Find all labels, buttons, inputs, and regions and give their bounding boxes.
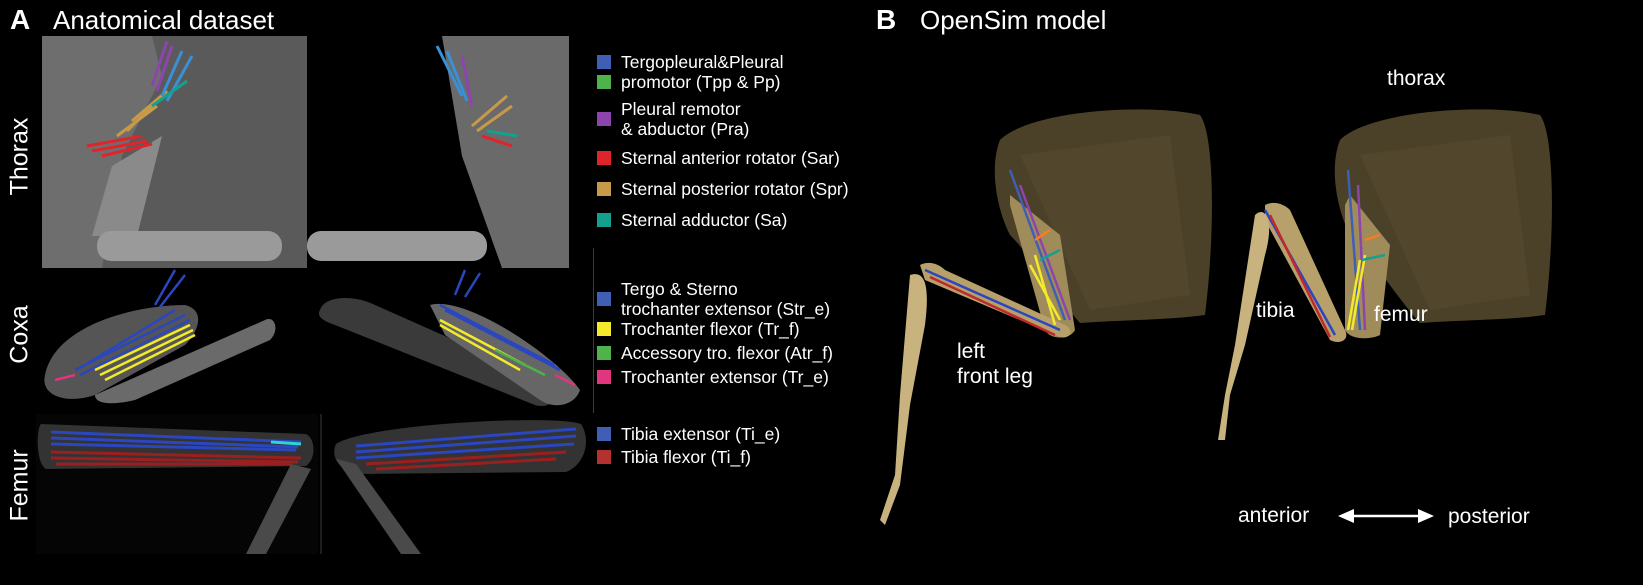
legend-swatch-pp [597,75,611,89]
legend-item-ti-f: Tibia flexor (Ti_f) [597,447,887,469]
thorax-anatomy-figure [42,36,569,268]
coxa-anatomy-figure [35,265,585,413]
opensim-model-figure [870,95,1630,555]
anterior-posterior-arrow [1338,509,1434,523]
legend-item-ti-e: Tibia extensor (Ti_e) [597,424,887,446]
thorax-right-view [307,36,569,268]
legend-label-pra-line1: Pleural remotor [621,99,741,119]
legend-swatch-sar [597,151,611,165]
thorax-legend: Tergopleural&Pleural promotor (Tpp & Pp)… [597,52,887,242]
label-left-front-leg: left front leg [957,339,1033,389]
femur-anatomy-figure [36,414,586,554]
legend-label-tr-f: Trochanter flexor (Tr_f) [621,319,800,339]
label-femur: femur [1374,303,1428,326]
legend-label-tpp-line2: promotor (Tpp & Pp) [621,72,781,92]
row-label-thorax: Thorax [5,117,34,196]
row-label-coxa: Coxa [5,305,34,364]
femur-legend: Tibia extensor (Ti_e) Tibia flexor (Ti_f… [597,424,887,474]
legend-item-spr: Sternal posterior rotator (Spr) [597,179,887,201]
legend-label-tpp-line1: Tergopleural&Pleural [621,52,784,72]
legend-swatch-str-e [597,292,611,306]
legend-item-sa: Sternal adductor (Sa) [597,210,887,232]
legend-label-atr-f: Accessory tro. flexor (Atr_f) [621,343,833,363]
row-label-femur: Femur [5,449,34,522]
label-thorax: thorax [1387,67,1446,90]
legend-label-ti-e: Tibia extensor (Ti_e) [621,424,781,444]
legend-swatch-atr-f [597,346,611,360]
panel-a-title: Anatomical dataset [53,5,275,35]
legend-label-tr-e: Trochanter extensor (Tr_e) [621,367,829,387]
coxa-legend: Tergo & Sterno trochanter extensor (Str_… [597,279,887,409]
label-left-front-leg-line1: left [957,340,986,363]
legend-item-pra: Pleural remotor & abductor (Pra) [597,99,887,139]
legend-item-sar: Sternal anterior rotator (Sar) [597,148,887,170]
legend-swatch-sa [597,213,611,227]
legend-label-str-e-line2: trochanter extensor (Str_e) [621,299,831,319]
opensim-right-model [1218,109,1552,440]
thorax-left-view [42,36,307,268]
legend-swatch-tpp [597,55,611,69]
legend-swatch-ti-f [597,450,611,464]
legend-item-tr-e: Trochanter extensor (Tr_e) [597,367,887,389]
coxa-left-view [44,269,276,404]
legend-item-tpp: Tergopleural&Pleural promotor (Tpp & Pp) [597,52,887,92]
legend-swatch-tr-f [597,322,611,336]
panel-a-letter: A [10,4,31,35]
legend-swatch-spr [597,182,611,196]
legend-label-sa: Sternal adductor (Sa) [621,210,788,230]
label-posterior: posterior [1448,505,1530,528]
coxa-right-view [318,269,580,406]
label-left-front-leg-line2: front leg [957,365,1033,388]
legend-swatch-tr-e [597,370,611,384]
legend-label-pra-line2: & abductor (Pra) [621,119,750,139]
legend-label-ti-f: Tibia flexor (Ti_f) [621,447,751,467]
label-anterior: anterior [1238,504,1310,527]
panel-b-letter: B [876,4,897,35]
legend-label-spr: Sternal posterior rotator (Spr) [621,179,849,199]
legend-swatch-ti-e [597,427,611,441]
legend-label-sar: Sternal anterior rotator (Sar) [621,148,840,168]
legend-divider-coxa [593,248,594,413]
legend-swatch-pra [597,112,611,126]
legend-item-str-e: Tergo & Sterno trochanter extensor (Str_… [597,279,887,319]
legend-label-str-e-line1: Tergo & Sterno [621,279,738,299]
label-tibia: tibia [1256,299,1295,322]
opensim-left-model [880,109,1212,525]
legend-item-atr-f: Accessory tro. flexor (Atr_f) [597,343,887,365]
femur-left-view [36,414,318,554]
femur-right-view [334,420,586,554]
legend-item-tr-f: Trochanter flexor (Tr_f) [597,319,887,341]
panel-b-title: OpenSim model [920,5,1107,35]
